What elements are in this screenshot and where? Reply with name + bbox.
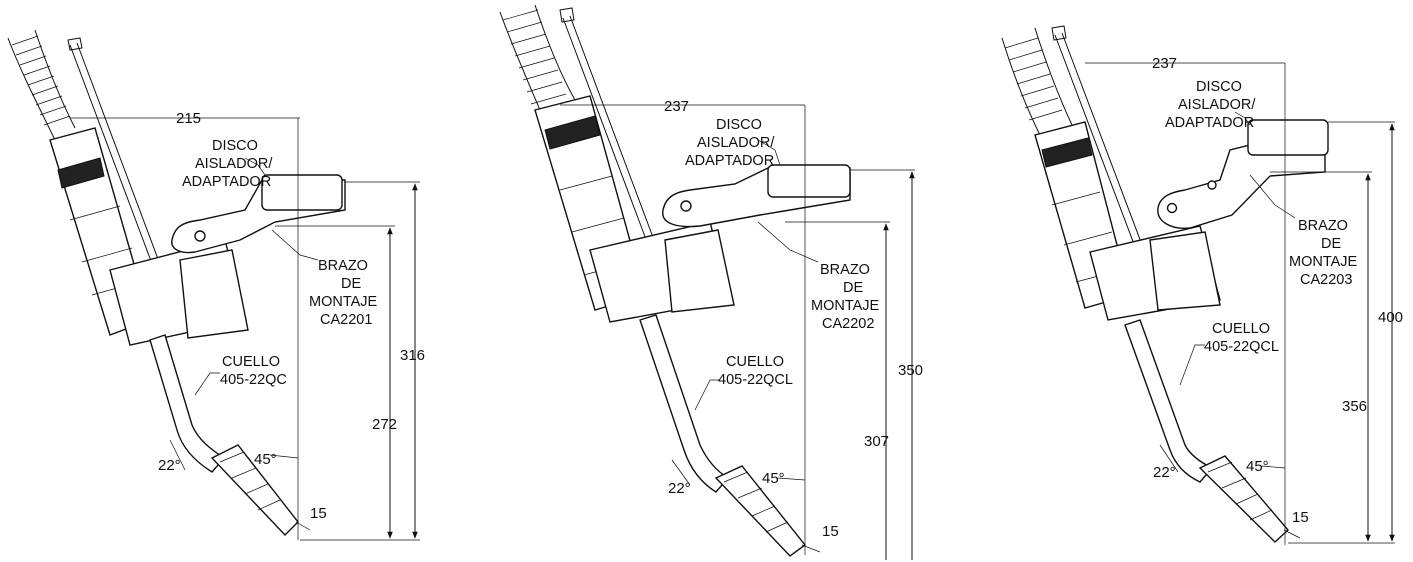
disco-label-1-line1: DISCO [212,138,258,154]
brazo-label-2-line2: DE [843,280,863,296]
dim-400: 400 [1378,309,1403,326]
brazo-label-1-line1: BRAZO [318,258,368,274]
cable-hose-1 [7,29,76,141]
leader-brazo-1 [271,229,319,261]
ext-line-45-3 [1261,465,1286,469]
brazo-label-3-line3: MONTAJE [1289,254,1358,270]
mounting-arm-3 [1157,144,1326,229]
brazo-label-3-line1: BRAZO [1298,218,1348,234]
panel-ca2203: 237 400 356 22° 45° 15 DISCO AISLADOR/ A… [1001,25,1403,545]
torch-assembly-2 [499,4,851,557]
dim-307: 307 [864,433,889,450]
breakaway-2 [664,229,735,313]
insulator-disc-1 [261,174,343,211]
torch-knurl-1 [57,157,105,189]
breakaway-3 [1149,231,1221,311]
torch-knurl-2 [544,115,601,150]
disco-label-2-line3: ADAPTADOR [685,153,774,169]
angle-22-3: 22° [1153,464,1176,481]
arm-bolt-1 [194,230,206,242]
disco-label-3-line1: DISCO [1196,79,1242,95]
dim-356: 356 [1342,398,1367,415]
torch-assembly-3 [1001,25,1329,543]
cable-hose-3 [1001,27,1073,136]
leader-cuello-2 [694,379,720,411]
rod-cap-2 [559,7,575,23]
disco-label-1-line3: ADAPTADOR [182,174,271,190]
disco-label-3-line2: AISLADOR/ [1178,97,1256,113]
wire-rod-3 [1054,32,1148,261]
cuello-label-3-line2: 405-22QCL [1204,339,1279,355]
arm-hole-3 [1207,180,1217,190]
dim-15-1: 15 [310,505,327,522]
dim-350: 350 [898,362,923,379]
angle-45-3: 45° [1246,458,1269,475]
dim-15-3: 15 [1292,509,1309,526]
disco-label-2-line2: AISLADOR/ [697,135,775,151]
ext-line-15-3 [1283,529,1301,539]
leader-disco-2 [757,139,781,166]
leader-disco-1 [244,157,266,176]
dim-237-2: 237 [664,98,689,115]
wire-rod-2 [562,15,658,251]
cuello-label-2-line1: CUELLO [726,354,784,370]
angle-45-1: 45° [254,451,277,468]
rod-cap-1 [67,37,83,51]
panel-ca2202: 237 350 307 22° 45° 15 DISCO AISLADOR/ A… [499,4,923,560]
disco-label-3-line3: ADAPTADOR [1165,115,1254,131]
angle-45-2: 45° [762,470,785,487]
leader-brazo-3 [1249,174,1296,219]
dim-272: 272 [372,416,397,433]
cuello-label-2-line2: 405-22QCL [718,372,793,388]
ext-line-22-1 [169,439,186,471]
torch-assembly-1 [7,29,346,537]
brazo-label-1-line4: CA2201 [320,312,372,328]
leader-cuello-1 [194,372,220,396]
breakaway-1 [179,249,249,339]
panel-ca2201: 215 316 272 22° 45° 15 DISCO AISLADOR/ A… [7,29,425,541]
angle-22-1: 22° [158,457,181,474]
torch-knurl-3 [1041,137,1093,168]
angle-22-2: 22° [668,480,691,497]
arm-bolt-2 [680,200,692,212]
ext-line-15-2 [801,544,821,553]
insulator-disc-3 [1247,119,1329,156]
brazo-label-2-line1: BRAZO [820,262,870,278]
ext-line-22-3 [1159,444,1179,473]
brazo-label-1-line3: MONTAJE [309,294,378,310]
dim-237-3: 237 [1152,55,1177,72]
brazo-label-2-line4: CA2202 [822,316,874,332]
neck-2 [639,314,730,493]
brazo-label-3-line2: DE [1321,236,1341,252]
dim-316: 316 [400,347,425,364]
brazo-label-1-line2: DE [341,276,361,292]
ext-line-22-2 [671,459,691,486]
insulator-disc-2 [767,164,851,198]
cable-hose-2 [499,4,576,111]
neck-1 [149,334,226,473]
cuello-label-3-line1: CUELLO [1212,321,1270,337]
ext-line-45-1 [269,454,299,459]
leader-cuello-3 [1179,344,1205,386]
nozzle-3 [1198,455,1289,543]
disco-label-2-line1: DISCO [716,117,762,133]
dim-215: 215 [176,110,201,127]
brazo-label-2-line3: MONTAJE [811,298,880,314]
cuello-label-1-line1: CUELLO [222,354,280,370]
leader-disco-3 [1234,111,1251,126]
disco-label-1-line2: AISLADOR/ [195,156,273,172]
dim-15-2: 15 [822,523,839,540]
rod-cap-3 [1051,25,1067,41]
wire-rod-1 [69,42,168,286]
ext-line-45-2 [777,477,806,481]
ext-line-15-1 [295,521,311,531]
brazo-label-3-line4: CA2203 [1300,272,1352,288]
cuello-label-1-line2: 405-22QC [220,372,287,388]
arm-bolt-3 [1166,202,1178,214]
leader-brazo-2 [757,221,819,263]
